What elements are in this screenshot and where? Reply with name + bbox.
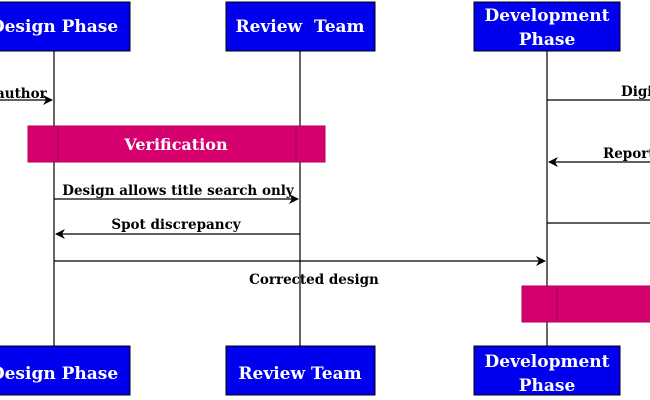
actor-review-team-bottom-label: Review Team bbox=[238, 364, 361, 384]
message-design-allows: Design allows title search only bbox=[54, 183, 299, 204]
actor-design-phase-bottom: Design Phase bbox=[0, 345, 131, 396]
actor-design-phase-bottom-label: Design Phase bbox=[0, 364, 118, 384]
message-spot-discrepancy: Spot discrepancy bbox=[55, 217, 300, 239]
actor-review-team-top: Review Team bbox=[225, 1, 376, 52]
activity-verification-label: Verification bbox=[123, 135, 228, 154]
actor-design-phase-top: Design Phase bbox=[0, 1, 131, 52]
actor-design-phase-top-label: Design Phase bbox=[0, 17, 118, 37]
actor-review-team-bottom: Review Team bbox=[225, 345, 376, 396]
message-digi: Digi bbox=[547, 84, 650, 101]
activity-development bbox=[521, 285, 650, 323]
message-digi-label: Digi bbox=[621, 84, 650, 100]
actor-development-phase-top-line2: Phase bbox=[519, 30, 576, 50]
message-author-label: author bbox=[0, 86, 48, 102]
message-spot-discrepancy-label: Spot discrepancy bbox=[111, 217, 241, 233]
actor-development-phase-top-line1: Development bbox=[485, 6, 610, 26]
actor-development-phase-bottom-line2: Phase bbox=[519, 376, 576, 396]
message-author: author bbox=[0, 86, 53, 105]
message-corrected-design: Corrected design bbox=[54, 256, 546, 288]
activity-verification: Verification bbox=[27, 125, 326, 163]
message-report: Report bbox=[548, 146, 650, 167]
actor-development-phase-bottom: Development Phase bbox=[473, 345, 621, 396]
actor-review-team-top-label: Review Team bbox=[235, 17, 364, 37]
message-corrected-design-label: Corrected design bbox=[249, 272, 379, 288]
actor-development-phase-bottom-line1: Development bbox=[485, 352, 610, 372]
message-report-label: Report bbox=[603, 146, 650, 162]
actor-development-phase-top: Development Phase bbox=[473, 1, 621, 52]
message-design-allows-label: Design allows title search only bbox=[62, 183, 295, 199]
